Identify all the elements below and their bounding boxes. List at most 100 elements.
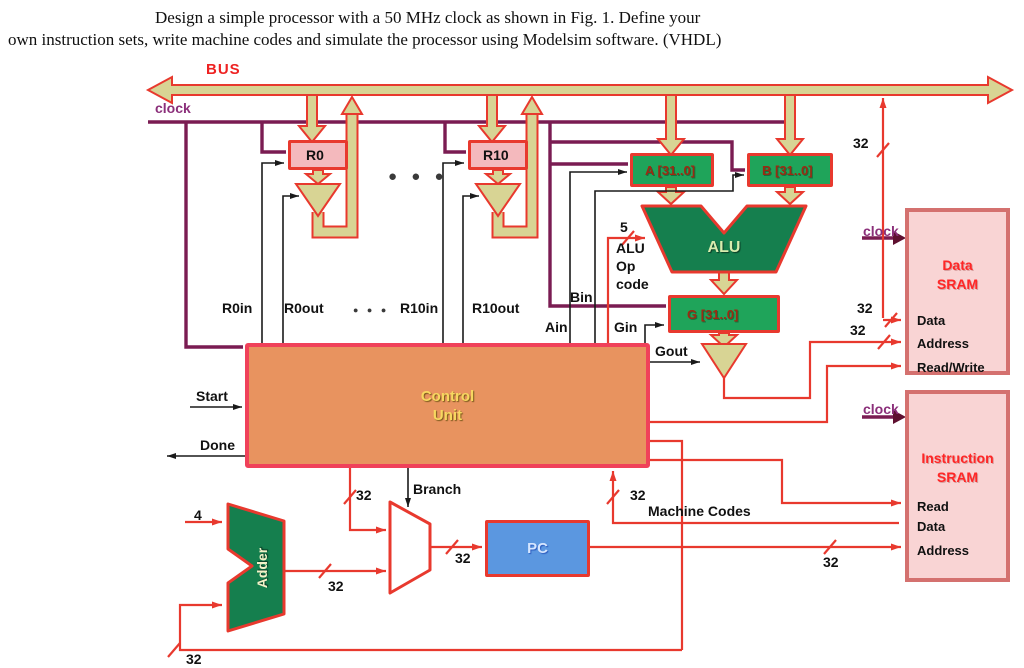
register-r10-label: R10	[483, 147, 509, 163]
signal-r10out: R10out	[472, 300, 520, 316]
data-sram-port-readwrite: Read/Write	[917, 360, 985, 375]
r0-to-buffer-arrow	[303, 169, 333, 186]
register-b: B [31..0]	[747, 153, 833, 187]
branch-mux-shape	[388, 500, 432, 595]
b-to-alu-arrow	[774, 186, 806, 206]
register-ellipsis-lower: ● ● ●	[353, 305, 390, 315]
register-a: A [31..0]	[630, 153, 714, 187]
alu-label: ALU	[707, 239, 741, 256]
width-32-machine-codes: 32	[630, 487, 646, 503]
alu-opcode-wire	[606, 234, 645, 343]
cu-to-feedback-wire	[650, 439, 684, 650]
data-sram: Data SRAM Data Address Read/Write	[905, 208, 1010, 375]
bus-drop-r10	[476, 94, 508, 144]
bus-drop-b	[774, 94, 806, 157]
data-sram-port-data: Data	[917, 313, 946, 328]
bus-label: BUS	[206, 61, 241, 78]
adder-shape	[226, 502, 286, 633]
machine-codes-label: Machine Codes	[648, 503, 751, 519]
width-32-address: 32	[850, 322, 866, 338]
signal-ain: Ain	[545, 319, 568, 335]
clock-label: clock	[155, 100, 191, 116]
register-b-label: B [31..0]	[762, 163, 813, 178]
readwrite-wire	[650, 362, 901, 424]
register-g-label: G [31..0]	[687, 307, 739, 322]
g-tristate-buffer	[700, 343, 748, 380]
width-32-mux-pc: 32	[455, 550, 471, 566]
width-5-opcode: 5	[620, 219, 628, 235]
r0-return-arrowhead	[340, 95, 364, 115]
instruction-sram: Instruction SRAM Read Data Address	[905, 390, 1010, 582]
instruction-sram-port-read: Read	[917, 499, 949, 514]
r10-tristate-buffer	[474, 183, 522, 218]
r10-return-arrowhead	[520, 95, 544, 115]
instruction-sram-title-line2: SRAM	[936, 469, 979, 485]
cu-to-mux-wire	[348, 468, 386, 534]
signal-r0out: R0out	[284, 300, 324, 316]
bus-and-pipes	[145, 75, 1015, 380]
a-to-alu-arrow	[655, 186, 687, 206]
data-sram-clock-arrowhead	[893, 231, 906, 245]
pc-label: PC	[527, 540, 548, 557]
alu-to-g-arrow	[708, 271, 740, 296]
red-wires	[167, 98, 901, 658]
data-sram-title-line1: Data	[942, 257, 973, 273]
signal-bin: Bin	[570, 289, 593, 305]
signal-r0in: R0in	[222, 300, 253, 316]
instruction-sram-title-line1: Instruction	[921, 450, 994, 466]
g-to-address-wire	[722, 338, 901, 400]
r10-to-buffer-arrow	[483, 169, 513, 186]
width-32-data: 32	[857, 300, 873, 316]
pc-register: PC	[485, 520, 590, 577]
control-unit: Control Unit	[245, 343, 650, 468]
instruction-sram-clock-label: clock	[863, 401, 899, 417]
control-unit-label-line1: Control	[420, 387, 475, 405]
data-sram-title-line2: SRAM	[936, 276, 979, 292]
machine-codes-wire	[609, 471, 899, 525]
read-enable-wire	[650, 458, 901, 507]
signal-gin: Gin	[614, 319, 638, 335]
signal-r10in: R10in	[400, 300, 439, 316]
signal-gout: Gout	[655, 343, 688, 359]
data-sram-port-address: Address	[917, 336, 970, 351]
width-32-feedback: 32	[186, 651, 202, 667]
adder-label: Adder	[254, 547, 270, 589]
alu-opcode-label-3: code	[616, 276, 649, 292]
register-g: G [31..0]	[668, 295, 780, 333]
width-32-adder-out: 32	[328, 578, 344, 594]
signal-branch: Branch	[413, 481, 462, 497]
assignment-title-line1: Design a simple processor with a 50 MHz …	[155, 8, 701, 27]
control-unit-label-line2: Unit	[432, 406, 463, 424]
instruction-sram-port-data: Data	[917, 519, 946, 534]
width-32-pc-address: 32	[823, 554, 839, 570]
width-32-bus: 32	[853, 135, 869, 151]
alu-shape	[640, 204, 808, 274]
bus-drop-r0	[296, 94, 328, 144]
register-r10: R10	[468, 140, 528, 170]
register-a-label: A [31..0]	[645, 163, 696, 178]
register-r0-label: R0	[306, 147, 324, 163]
bus-width-slashes	[167, 142, 898, 658]
bus-bar	[145, 75, 1015, 105]
instruction-sram-port-address: Address	[917, 543, 970, 558]
assignment-title-line2: own instruction sets, write machine code…	[8, 30, 722, 49]
clock-net	[148, 120, 906, 424]
instr-sram-clock-arrowhead	[893, 410, 906, 424]
alu-opcode-label-2: Op	[616, 258, 636, 274]
width-32-cu-mux: 32	[356, 487, 372, 503]
black-wires	[167, 160, 744, 507]
signal-start: Start	[196, 388, 228, 404]
register-ellipsis-upper: ● ● ●	[388, 168, 449, 185]
r0-tristate-buffer	[294, 183, 342, 218]
data-sram-clock-label: clock	[863, 223, 899, 239]
alu-opcode-label-1: ALU	[616, 240, 645, 256]
data-sram-title: Data SRAM	[909, 256, 1006, 294]
register-r0: R0	[288, 140, 348, 170]
pc-feedback-wire	[178, 601, 682, 652]
g-to-buffer-arrow	[708, 332, 740, 349]
instruction-sram-title: Instruction SRAM	[909, 449, 1006, 487]
width-4-increment: 4	[194, 507, 202, 523]
bus-drop-a	[655, 94, 687, 157]
